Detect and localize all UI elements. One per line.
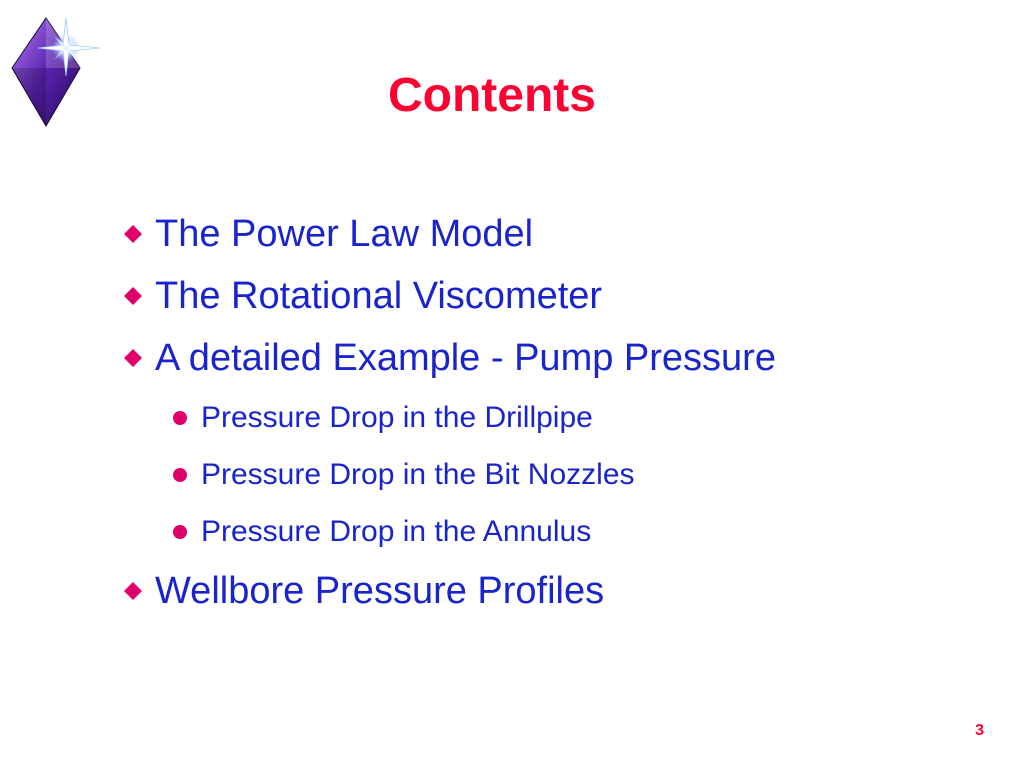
diamond-bullet-icon — [124, 582, 142, 600]
sub-list-item-text: Pressure Drop in the Annulus — [201, 514, 592, 548]
list-item-text: A detailed Example - Pump Pressure — [155, 336, 776, 379]
list-item: A detailed Example - Pump Pressure — [123, 327, 1003, 389]
diamond-star-icon — [11, 17, 101, 127]
list-item: Wellbore Pressure Profiles — [123, 560, 1003, 622]
list-item-text: The Power Law Model — [155, 212, 534, 255]
sub-list-item-text: Pressure Drop in the Bit Nozzles — [201, 457, 635, 491]
diamond-bullet-icon — [124, 349, 142, 367]
list-item: The Rotational Viscometer — [123, 265, 1003, 327]
diamond-bullet-icon — [124, 287, 142, 305]
sub-list-item: Pressure Drop in the Annulus — [123, 503, 1003, 560]
diamond-bullet-icon — [124, 225, 142, 243]
dot-bullet-icon — [173, 410, 187, 425]
sub-list-item: Pressure Drop in the Bit Nozzles — [123, 446, 1003, 503]
list-item: The Power Law Model — [123, 203, 1003, 265]
list-item-text: The Rotational Viscometer — [155, 274, 603, 317]
dot-bullet-icon — [173, 524, 187, 539]
sub-list-item: Pressure Drop in the Drillpipe — [123, 389, 1003, 446]
page-number: 3 — [975, 722, 984, 739]
dot-bullet-icon — [173, 467, 187, 482]
sub-list-item-text: Pressure Drop in the Drillpipe — [201, 400, 593, 434]
list-item-text: Wellbore Pressure Profiles — [155, 569, 605, 612]
slide-title: Contents — [388, 69, 596, 122]
bullet-list: The Power Law Model The Rotational Visco… — [123, 203, 1003, 622]
